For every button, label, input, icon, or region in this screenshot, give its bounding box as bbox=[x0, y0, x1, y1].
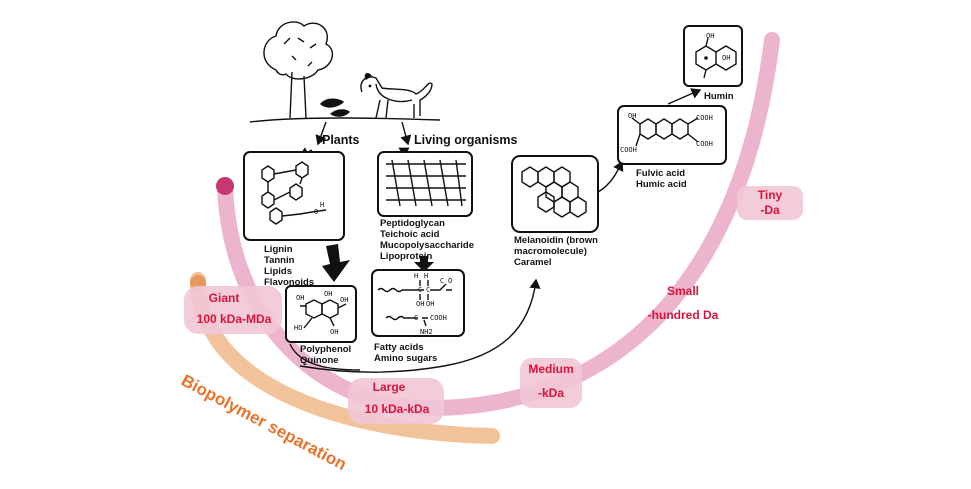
svg-text:OH: OH bbox=[628, 112, 636, 120]
living-organisms-label: Living organisms bbox=[414, 133, 518, 147]
svg-text:O: O bbox=[314, 208, 318, 216]
svg-text:C: C bbox=[426, 286, 430, 294]
svg-text:NH2: NH2 bbox=[420, 328, 433, 336]
fulvic-compound-list: Fulvic acid Humic acid bbox=[636, 168, 687, 190]
size-giant: Giant 100 kDa-MDa bbox=[197, 291, 272, 326]
tree-icon bbox=[249, 21, 441, 123]
svg-text:Flavonoids: Flavonoids bbox=[264, 277, 314, 288]
svg-text:H: H bbox=[320, 201, 324, 209]
lignin-to-polyphenol-arrow bbox=[322, 244, 350, 282]
humin-structure-box: OH OH bbox=[683, 25, 743, 87]
svg-text:macromolecule): macromolecule) bbox=[514, 246, 587, 257]
lignin-compound-list: Lignin Tannin Lipids Flavonoids bbox=[264, 244, 314, 288]
svg-text:-hundred Da: -hundred Da bbox=[648, 308, 719, 322]
svg-text:Amino sugars: Amino sugars bbox=[374, 353, 437, 364]
svg-text:Lipoprotein: Lipoprotein bbox=[380, 251, 432, 262]
svg-text:C: C bbox=[440, 277, 444, 285]
bottom-connector bbox=[289, 343, 361, 371]
svg-text:OH: OH bbox=[426, 300, 434, 308]
humin-label: Humin bbox=[704, 91, 734, 102]
svg-text:COOH: COOH bbox=[620, 146, 637, 154]
size-large: Large 10 kDa-kDa bbox=[365, 380, 430, 416]
tiny-blob bbox=[737, 186, 803, 220]
svg-text:COOH: COOH bbox=[430, 314, 447, 322]
svg-text:Small: Small bbox=[667, 284, 699, 298]
melanoidin-structure-box bbox=[511, 155, 599, 233]
to-humin-arrow bbox=[667, 88, 702, 105]
polyphenol-compound-list: Polyphenol Quinone bbox=[300, 344, 351, 366]
fatty-acid-structure-box: C C C O H H OH OH C COOH NH2 bbox=[371, 269, 465, 337]
svg-text:H: H bbox=[424, 272, 428, 280]
size-medium: Medium -kDa bbox=[528, 362, 573, 400]
size-small: Small -hundred Da bbox=[648, 284, 719, 322]
svg-text:Fatty acids: Fatty acids bbox=[374, 342, 424, 353]
living-arrow bbox=[400, 121, 412, 146]
svg-text:10 kDa-kDa: 10 kDa-kDa bbox=[365, 402, 430, 416]
medium-blob bbox=[520, 358, 582, 408]
svg-text:Melanoidin (brown: Melanoidin (brown bbox=[514, 235, 598, 246]
svg-text:OH: OH bbox=[416, 300, 424, 308]
giant-blob bbox=[184, 286, 282, 334]
svg-text:Giant: Giant bbox=[209, 291, 240, 305]
svg-text:Lipids: Lipids bbox=[264, 266, 292, 277]
svg-text:Medium: Medium bbox=[528, 362, 573, 376]
svg-text:Peptidoglycan: Peptidoglycan bbox=[380, 218, 445, 229]
leaf-icon bbox=[320, 98, 350, 117]
large-blob bbox=[348, 378, 444, 424]
svg-text:C: C bbox=[418, 286, 422, 294]
fatty-acid-compound-list: Fatty acids Amino sugars bbox=[374, 342, 437, 364]
svg-text:OH: OH bbox=[330, 328, 338, 336]
svg-text:OH: OH bbox=[340, 296, 348, 304]
size-tiny: Tiny -Da bbox=[758, 188, 783, 217]
svg-text:Lignin: Lignin bbox=[264, 244, 293, 255]
svg-text:Polyphenol: Polyphenol bbox=[300, 344, 351, 355]
svg-text:O: O bbox=[448, 277, 452, 285]
svg-text:OH: OH bbox=[706, 32, 714, 40]
svg-text:Quinone: Quinone bbox=[300, 355, 339, 366]
plants-label: Plants bbox=[322, 133, 360, 147]
peptido-to-fatty-arrow bbox=[414, 256, 434, 272]
svg-text:COOH: COOH bbox=[696, 114, 713, 122]
polyphenol-structure-box: OH OH OH HO OH bbox=[285, 285, 357, 343]
plants-arrow bbox=[315, 121, 327, 146]
to-melanoidin-arrow bbox=[299, 280, 536, 373]
melanoidin-compound-list: Melanoidin (brown macromolecule) Caramel bbox=[514, 235, 598, 268]
svg-text:Tiny: Tiny bbox=[758, 188, 783, 202]
lignin-structure-box: O H bbox=[243, 151, 345, 241]
svg-text:HO: HO bbox=[294, 324, 302, 332]
svg-text:OH: OH bbox=[324, 290, 332, 298]
svg-text:Fulvic acid: Fulvic acid bbox=[636, 168, 685, 179]
peptidoglycan-structure-box bbox=[377, 151, 473, 217]
svg-text:COOH: COOH bbox=[696, 140, 713, 148]
svg-text:100 kDa-MDa: 100 kDa-MDa bbox=[197, 312, 272, 326]
svg-text:OH: OH bbox=[722, 54, 730, 62]
svg-text:OH: OH bbox=[296, 294, 304, 302]
to-fulvic-arrow bbox=[597, 160, 624, 193]
svg-text:Teichoic acid: Teichoic acid bbox=[380, 229, 440, 240]
svg-text:H: H bbox=[414, 272, 418, 280]
svg-text:C: C bbox=[414, 314, 418, 322]
svg-text:-Da: -Da bbox=[760, 203, 780, 217]
svg-text:Humic acid: Humic acid bbox=[636, 179, 687, 190]
size-start-dot bbox=[216, 177, 234, 195]
svg-text:Mucopolysaccharide: Mucopolysaccharide bbox=[380, 240, 474, 251]
svg-text:Large: Large bbox=[373, 380, 406, 394]
svg-text:-kDa: -kDa bbox=[538, 386, 564, 400]
dog-icon bbox=[360, 73, 433, 119]
svg-text:Tannin: Tannin bbox=[264, 255, 295, 266]
peptidoglycan-compound-list: Peptidoglycan Teichoic acid Mucopolysacc… bbox=[380, 218, 474, 262]
fulvic-structure-box: OH COOH COOH COOH bbox=[617, 105, 727, 165]
svg-text:Caramel: Caramel bbox=[514, 257, 552, 268]
